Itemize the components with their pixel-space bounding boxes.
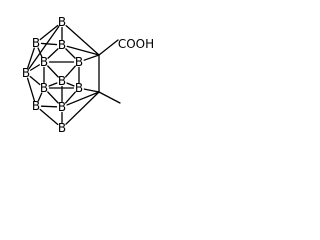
cage-bond — [48, 82, 58, 87]
cage-bond — [47, 65, 59, 78]
cage-bond — [26, 77, 36, 102]
cage-bond — [66, 45, 100, 56]
cage-bond — [27, 47, 35, 69]
boron-atom-label: B — [58, 100, 66, 114]
boron-atom-label: B — [32, 36, 40, 50]
cooh-group-label: COOH — [118, 37, 154, 51]
cage-bonds — [26, 24, 121, 126]
boron-atom-label: B — [58, 38, 66, 52]
boron-atom-label: B — [40, 55, 48, 69]
cage-bond — [28, 25, 60, 70]
boron-atom-label: B — [58, 121, 66, 135]
cage-bond — [65, 91, 76, 104]
cage-bond — [30, 64, 40, 71]
cage-bond — [65, 25, 100, 56]
cage-bond — [37, 92, 43, 102]
boron-atom-label: B — [75, 81, 83, 95]
cage-bond — [66, 91, 100, 106]
cage-bond — [65, 48, 76, 59]
cage-bond — [47, 48, 59, 59]
cooh-bond — [98, 39, 119, 56]
cage-bond — [66, 82, 75, 87]
cage-bond — [39, 108, 59, 126]
boron-atom-label: B — [32, 99, 40, 113]
cage-bond — [47, 91, 59, 104]
methyl-bond — [98, 91, 121, 104]
boron-atom-label: B — [75, 55, 83, 69]
boron-atom-label: B — [22, 66, 30, 80]
cage-bond — [29, 75, 41, 86]
boron-atom-label: B — [40, 81, 48, 95]
cage-bond — [39, 24, 59, 41]
cage-bond — [40, 105, 58, 108]
cage-bond — [40, 42, 58, 46]
boron-atom-label: B — [58, 74, 66, 88]
cage-bond — [65, 65, 76, 78]
cage-bond — [65, 91, 100, 125]
boron-atom-label: B — [58, 15, 66, 29]
cage-bond — [83, 88, 100, 93]
cage-bond — [83, 54, 100, 61]
